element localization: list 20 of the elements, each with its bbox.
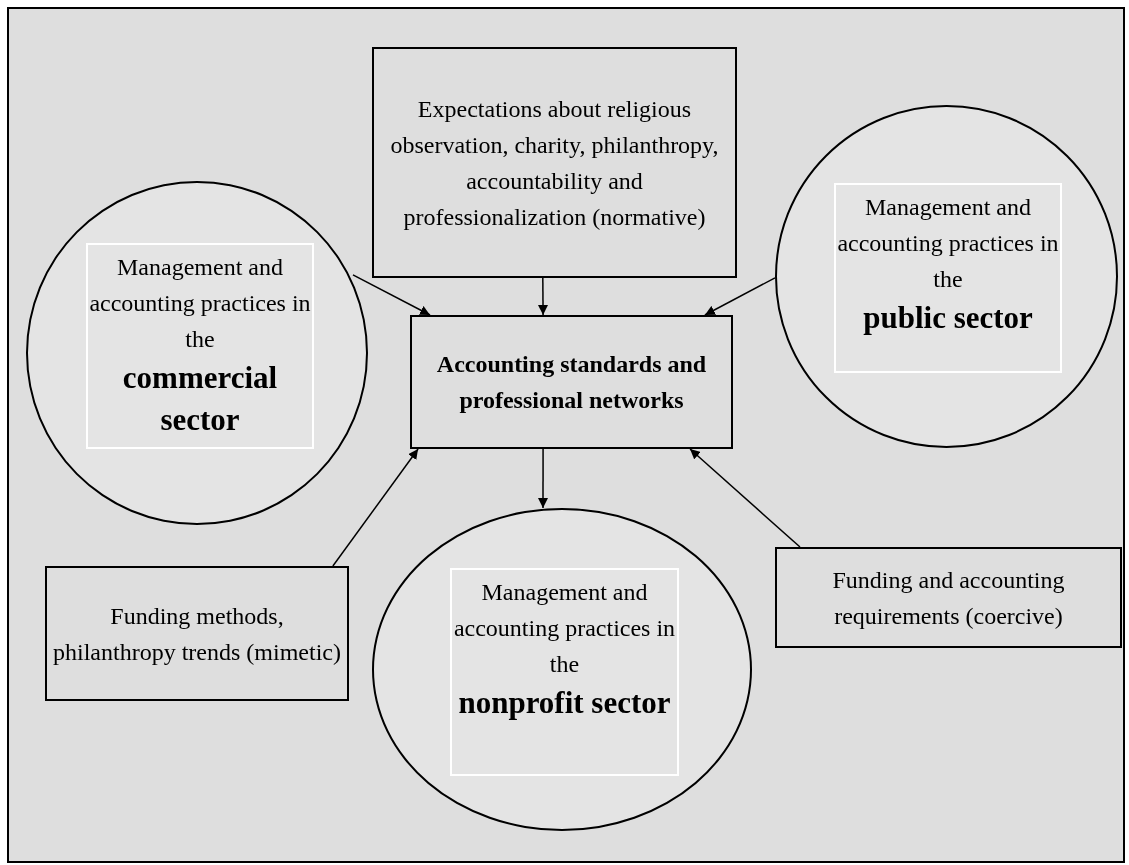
node-text: Management and accounting practices in the [88, 253, 312, 354]
influence-box [775, 547, 1122, 648]
node-text: Funding and accounting requirements (coercive) [831, 565, 1066, 631]
arrow [352, 274, 431, 316]
sector-name: public sector [863, 299, 1033, 337]
central-box [410, 315, 733, 449]
node-text: Management and accounting practices in the [836, 193, 1060, 294]
arrow [538, 448, 548, 509]
node-text: Management and accounting practices in the [452, 578, 677, 679]
arrow [704, 277, 776, 316]
sector-name: commercial sector [121, 359, 279, 439]
influence-box [372, 47, 737, 278]
node-text: Expectations about religious observation, charity, philanthropy, accountability and professionalization (normative) [389, 94, 720, 232]
arrow [538, 277, 548, 316]
node-text: Funding methods, philanthropy trends (mimetic) [52, 601, 342, 667]
sector-name: nonprofit sector [458, 684, 671, 722]
node-text: Accounting standards and professional networks [435, 350, 708, 415]
arrow [689, 448, 801, 548]
arrow [332, 448, 419, 567]
influence-box [45, 566, 349, 701]
